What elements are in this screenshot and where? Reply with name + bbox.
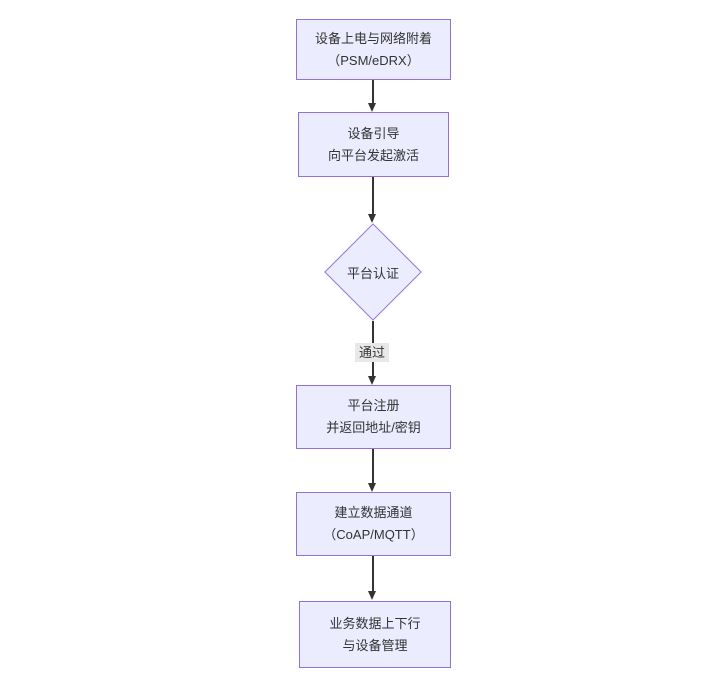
edge-arrow-line	[372, 449, 374, 483]
edge-arrow-line	[372, 80, 374, 103]
node-text-line: 业务数据上下行	[329, 615, 421, 631]
node-text-line: 平台注册	[347, 398, 400, 413]
arrowhead-down-icon	[368, 214, 376, 223]
node-text-line: 与设备管理	[342, 637, 408, 653]
node-text-line: 向平台发起激活	[327, 147, 419, 163]
decision-label: 平台认证	[346, 265, 399, 281]
node-bootstrap: 设备引导 向平台发起激活	[298, 112, 449, 177]
arrowhead-down-icon	[368, 591, 376, 600]
arrowhead-down-icon	[368, 376, 376, 385]
node-text-line: （CoAP/MQTT）	[323, 527, 424, 542]
node-text-line: 设备引导	[347, 125, 400, 141]
edge-arrow-line	[372, 177, 374, 214]
decision-platform-auth: 平台认证	[322, 223, 424, 321]
node-power-attach: 设备上电与网络附着 （PSM/eDRX）	[296, 19, 451, 80]
edge-arrow-line	[372, 556, 374, 591]
arrowhead-down-icon	[368, 483, 376, 492]
node-register: 平台注册 并返回地址/密钥	[296, 385, 451, 449]
node-text-line: 建立数据通道	[334, 505, 413, 520]
arrowhead-down-icon	[368, 103, 376, 112]
node-text-line: 并返回地址/密钥	[326, 420, 421, 435]
edge-label-pass: 通过	[355, 343, 390, 362]
node-text-line: （PSM/eDRX）	[327, 52, 420, 68]
node-data-channel: 建立数据通道 （CoAP/MQTT）	[296, 492, 451, 556]
node-text-line: 设备上电与网络附着	[314, 30, 432, 46]
node-business-data: 业务数据上下行 与设备管理	[299, 601, 451, 668]
